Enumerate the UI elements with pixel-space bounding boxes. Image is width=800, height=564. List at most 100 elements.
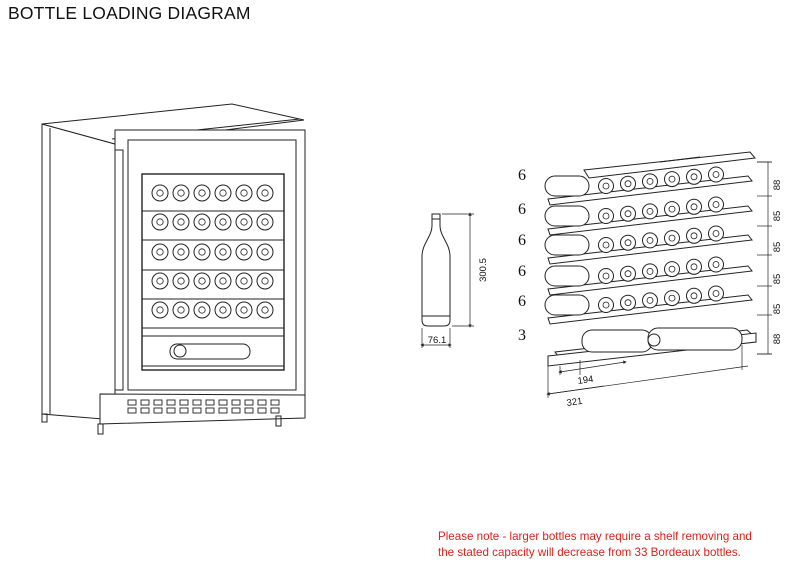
- bottle-neck: [602, 241, 610, 249]
- bottle-neck: [177, 248, 185, 256]
- side-bottle: [544, 205, 590, 227]
- bottle-neck: [156, 218, 164, 226]
- shelf-rail: [547, 265, 753, 296]
- bottle-neck: [646, 296, 654, 304]
- bottle-neck: [261, 306, 269, 314]
- bottle-neck: [198, 189, 206, 197]
- drawer-bottle: [581, 329, 653, 353]
- inner-depth-label: 194: [577, 374, 594, 387]
- vent-slot: [140, 407, 150, 414]
- bottle-neck: [690, 263, 698, 271]
- bottle-neck: [668, 265, 676, 273]
- vent-slot: [140, 399, 150, 406]
- bottle-neck: [646, 236, 654, 244]
- bottle-neck: [177, 189, 185, 197]
- bottle-neck: [177, 218, 185, 226]
- vent-slot: [218, 407, 228, 414]
- bottle-neck: [240, 218, 248, 226]
- vent-slot: [231, 399, 241, 406]
- bottle-neck: [690, 292, 698, 300]
- shelf-bottle-count: 6: [518, 167, 526, 184]
- cabinet-bottle-rows: [142, 184, 284, 360]
- vent-slot: [192, 399, 202, 406]
- bottle-neck: [624, 299, 632, 307]
- bottle-neck: [198, 277, 206, 285]
- vent-slot: [257, 399, 267, 406]
- bottle-neck: [668, 175, 676, 183]
- vent-slot: [218, 399, 228, 406]
- bottle-neck: [177, 306, 185, 314]
- side-bottle: [544, 265, 590, 287]
- bottle-neck: [624, 180, 632, 188]
- bottle-neck: [177, 277, 185, 285]
- bottle-neck: [602, 301, 610, 309]
- bottle-neck: [156, 189, 164, 197]
- vent-slot: [153, 399, 163, 406]
- bottle-neck: [219, 189, 227, 197]
- outer-depth-label: 321: [566, 396, 583, 409]
- vent-slot: [192, 407, 202, 414]
- bottle-neck: [240, 277, 248, 285]
- bottle-neck: [712, 261, 720, 268]
- vent-slot: [153, 407, 163, 414]
- shelf-rail: [547, 234, 753, 265]
- bottle-neck: [712, 230, 720, 237]
- drawer-bottle-end: [647, 333, 661, 347]
- vent-slot: [205, 399, 215, 406]
- bottle-neck: [690, 232, 698, 240]
- side-bottle: [544, 234, 590, 256]
- vent-slot: [179, 407, 189, 414]
- bottle-diameter-label: 76.1: [428, 335, 447, 346]
- lying-bottle: [169, 343, 251, 360]
- capacity-note-line-1: Please note - larger bottles may require…: [438, 530, 752, 543]
- bottle-neck: [690, 203, 698, 211]
- vent-slot: [166, 407, 176, 414]
- bottle-neck: [261, 248, 269, 256]
- vent-slot: [270, 407, 280, 414]
- bottle-neck: [219, 277, 227, 285]
- bottle-illustration: [420, 212, 474, 348]
- shelf-rail: [547, 175, 753, 206]
- bottle-neck: [690, 173, 698, 181]
- bottle-neck: [240, 306, 248, 314]
- bottle-neck: [219, 218, 227, 226]
- bottle-neck: [219, 306, 227, 314]
- side-bottle: [544, 175, 590, 197]
- vent-slot: [205, 407, 215, 414]
- bottle-neck: [156, 277, 164, 285]
- shelf-bottle-count: 6: [518, 293, 526, 310]
- drawer-bottle: [647, 327, 743, 351]
- vent-slot: [257, 407, 267, 414]
- bottle-neck: [240, 189, 248, 197]
- bottle-neck: [219, 248, 227, 256]
- shelf-bottle-count: 6: [518, 232, 526, 249]
- wine-cooler-illustration: [41, 103, 306, 435]
- shelf-height-label: 88: [772, 180, 783, 191]
- bottle-height-label: 300.5: [478, 258, 489, 282]
- bottle-neck: [624, 270, 632, 278]
- bottle-neck: [198, 248, 206, 256]
- bottle-neck: [668, 205, 676, 213]
- vent-slot: [270, 399, 280, 406]
- bottle-neck: [156, 248, 164, 256]
- shelf-rail: [547, 205, 753, 236]
- bottle-neck: [646, 267, 654, 275]
- page-title: BOTTLE LOADING DIAGRAM: [8, 3, 251, 23]
- bottle-neck: [198, 306, 206, 314]
- bottle-neck: [198, 218, 206, 226]
- bottle-neck: [624, 239, 632, 247]
- shelf-rail: [547, 294, 753, 325]
- shelf-height-label: 85: [772, 211, 783, 222]
- shelf-height-label: 85: [772, 242, 783, 253]
- capacity-note: Please note - larger bottles may require…: [438, 529, 800, 561]
- shelf-rows: [544, 166, 753, 353]
- bottle-neck: [646, 207, 654, 215]
- vent-slot: [244, 407, 254, 414]
- bottle-neck: [261, 277, 269, 285]
- side-bottle: [544, 294, 590, 316]
- capacity-note-line-2: the stated capacity will decrease from 3…: [438, 546, 741, 559]
- shelf-bottle-count: 6: [518, 201, 526, 218]
- bottle-neck: [712, 290, 720, 297]
- bottle-neck: [646, 177, 654, 185]
